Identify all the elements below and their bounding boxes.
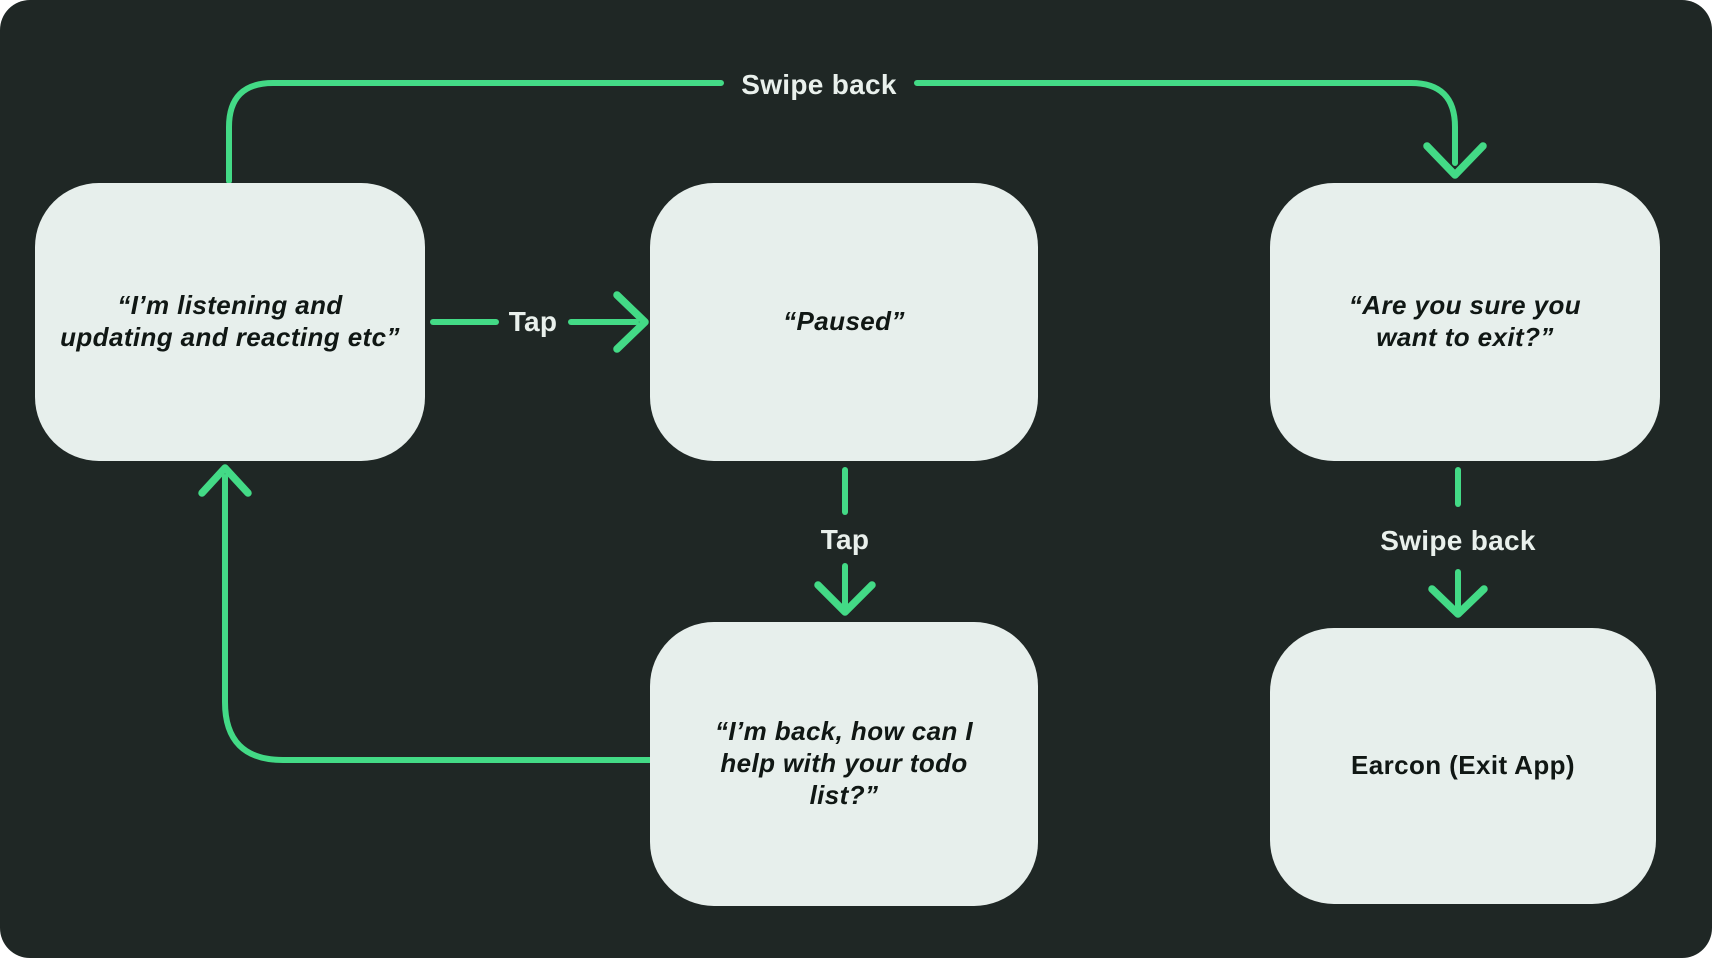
- arrowhead-up-into-listening: [198, 464, 252, 497]
- node-listening-label: “I’m listening and updating and reacting…: [60, 290, 400, 352]
- arrowhead-right-into-paused: [613, 291, 649, 353]
- arrowhead-down-into-back-todo: [814, 581, 876, 616]
- node-listening: “I’m listening and updating and reacting…: [35, 183, 425, 461]
- node-paused: “Paused”: [650, 183, 1038, 461]
- node-earcon-exit-label: Earcon (Exit App): [1351, 750, 1575, 781]
- edge-label-tap-down: Tap: [820, 524, 870, 555]
- arrowhead-down-into-earcon: [1428, 585, 1488, 618]
- edge-swipe-back-top-left: [226, 80, 724, 184]
- edge-label-swipe-back-right: Swipe back: [1380, 525, 1536, 556]
- edge-loop-back: [222, 474, 653, 763]
- edge-label-swipe-back-top: Swipe back: [741, 69, 897, 100]
- node-earcon-exit: Earcon (Exit App): [1270, 628, 1656, 904]
- edge-label-tap-right: Tap: [508, 306, 558, 337]
- node-back-todo: “I’m back, how can I help with your todo…: [650, 622, 1038, 906]
- edge-swipe-back-top-right: [914, 80, 1458, 166]
- node-paused-label: “Paused”: [783, 306, 905, 337]
- node-confirm-exit: “Are you sure you want to exit?”: [1270, 183, 1660, 461]
- node-back-todo-label: “I’m back, how can I help with your todo…: [715, 716, 973, 810]
- node-confirm-exit-label: “Are you sure you want to exit?”: [1348, 290, 1582, 352]
- arrowhead-down-into-confirm-exit: [1423, 142, 1487, 179]
